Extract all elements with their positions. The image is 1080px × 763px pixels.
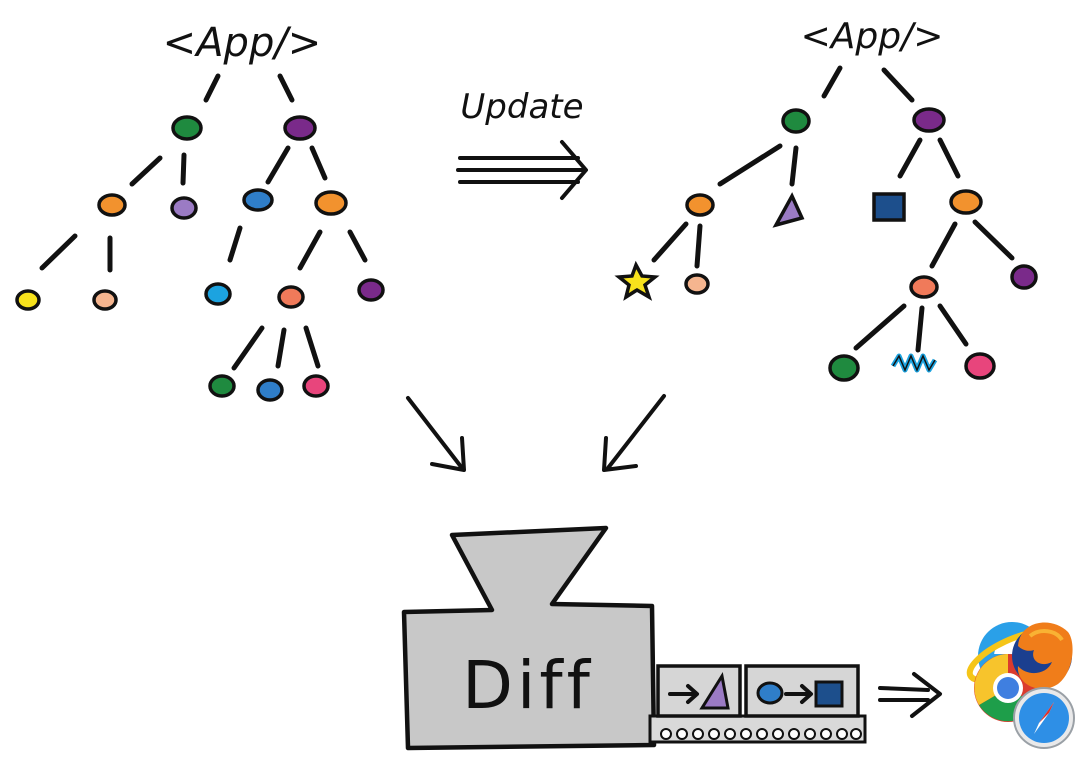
tree-node: [208, 374, 236, 398]
tree-node: [15, 289, 41, 311]
tree-node: [92, 289, 118, 311]
tree-node: [828, 354, 860, 382]
tree-node: [242, 188, 274, 212]
right-tree-edges: [651, 65, 1015, 353]
star-node: [614, 260, 660, 301]
tree-node: [204, 282, 232, 306]
tree-node: [781, 108, 811, 134]
conveyor-belt: [648, 664, 867, 744]
tree-node: [314, 190, 348, 216]
tree-node: [1010, 264, 1038, 290]
tree-node: [912, 107, 946, 133]
tree-node: [302, 374, 330, 398]
triangle-node: [772, 192, 805, 228]
tree-node: [171, 115, 203, 141]
diff-hopper: [401, 525, 657, 751]
conveyor-rollers: [660, 728, 862, 740]
update-arrow: Update: [456, 87, 588, 200]
tree-node: [170, 196, 198, 220]
patch-insert-triangle: [656, 664, 742, 718]
right-tree: <App/>: [614, 16, 1038, 382]
tree-node: [357, 278, 385, 302]
left-tree-root-label: <App/>: [163, 20, 322, 66]
tree-node: [256, 378, 284, 402]
tree-node: [685, 193, 715, 217]
left-tree: <App/>: [15, 20, 385, 402]
right-tree-root-label: <App/>: [801, 16, 944, 57]
tree-node: [964, 352, 996, 380]
right-tree-nodes: [614, 107, 1038, 382]
tree-node: [277, 285, 305, 309]
update-label: Update: [460, 87, 583, 127]
down-arrow-left: [406, 396, 466, 472]
diff-machine: Diff: [401, 525, 867, 751]
firefox-icon: [1012, 622, 1073, 689]
down-arrow-right: [602, 394, 666, 472]
tree-node: [949, 189, 983, 215]
tree-node: [283, 115, 317, 141]
safari-icon: [1013, 687, 1075, 749]
tree-node: [97, 193, 127, 217]
square-node: [872, 192, 906, 222]
tree-node: [909, 275, 939, 299]
output-arrow: [878, 672, 942, 718]
tree-node: [684, 273, 710, 295]
left-tree-edges: [39, 73, 368, 371]
left-tree-nodes: [15, 115, 385, 402]
patch-replace-node: [744, 664, 860, 718]
zigzag-node-outline: [892, 354, 936, 372]
browser-logos: [966, 622, 1075, 749]
diff-label: Diff: [462, 647, 594, 724]
